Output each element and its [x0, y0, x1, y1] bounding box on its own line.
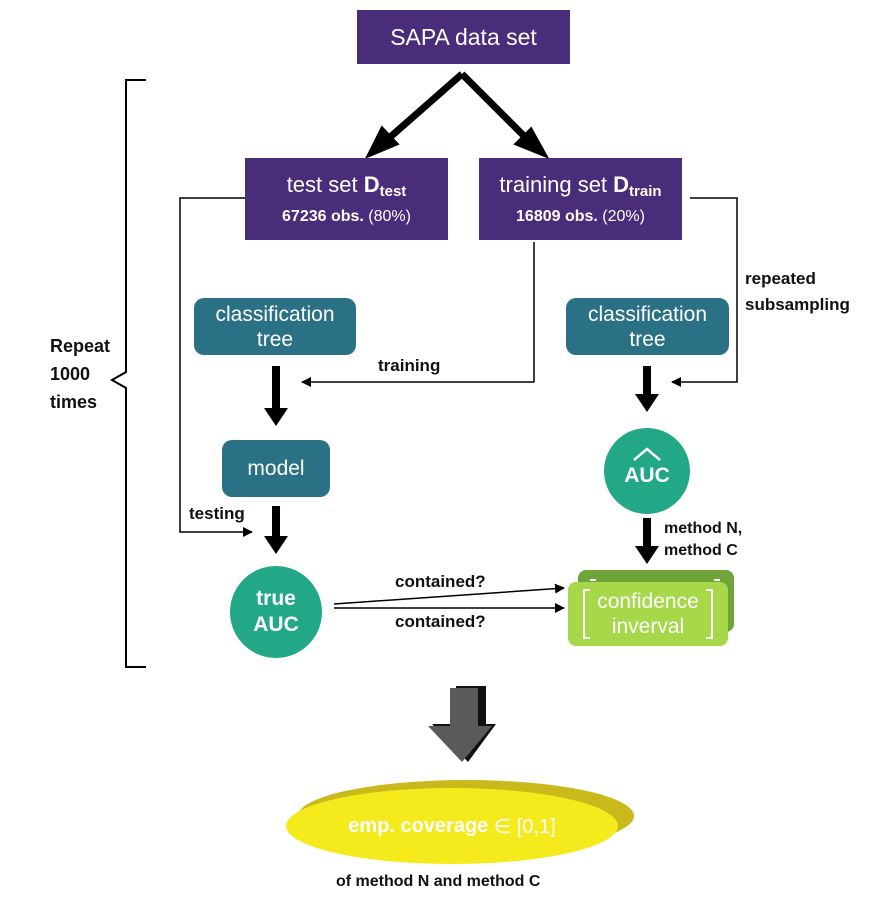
true-auc-circle: true AUC	[230, 566, 322, 658]
ci-bracket-left	[583, 589, 590, 639]
summary-arrow	[428, 686, 496, 762]
subsampling-line	[671, 197, 738, 387]
method-label: method N, method C	[664, 520, 743, 559]
split-arrow-left	[377, 71, 465, 149]
split-arrow-left-head	[364, 125, 400, 159]
sapa-data-set-label: SAPA data set	[390, 23, 537, 50]
testing-line	[179, 197, 253, 537]
down-arrow-auc-ci	[635, 518, 659, 564]
contained-label-top: contained?	[395, 572, 486, 591]
coverage-label: emp. coverage ∈ [0,1]	[348, 814, 556, 838]
footer-label: of method N and method C	[336, 873, 541, 890]
training-line	[301, 242, 535, 387]
test-set-box: test set Dtest 67236 obs. (80%)	[245, 158, 448, 240]
training-set-box: training set Dtrain 16809 obs. (20%)	[479, 158, 682, 240]
training-set-title: training set Dtrain	[499, 171, 662, 200]
classification-tree-right: classification tree	[566, 298, 729, 355]
split-arrow-right-head	[513, 126, 550, 159]
contained-arrow-top	[333, 583, 565, 605]
model-box: model	[222, 440, 330, 497]
split-arrow-right	[459, 71, 537, 149]
training-edge-label: training	[378, 356, 441, 375]
classification-tree-left: classification tree	[194, 298, 356, 355]
contained-label-bottom: contained?	[395, 612, 486, 631]
down-arrow-tree-auc	[635, 366, 659, 412]
repeated-subsampling-label: repeated subsampling	[745, 269, 850, 314]
down-arrow-tree-model	[264, 366, 288, 426]
ci-bracket-right	[706, 589, 713, 639]
repeat-label: Repeat 1000 times	[50, 336, 111, 412]
test-set-title: test set Dtest	[286, 171, 407, 200]
confidence-interval-label: confidence inverval	[597, 590, 699, 638]
test-set-count: 67236 obs. (80%)	[282, 207, 411, 225]
training-set-count: 16809 obs. (20%)	[516, 207, 645, 225]
coverage-ellipse	[286, 788, 618, 864]
sapa-data-set-box: SAPA data set	[357, 10, 570, 64]
down-arrow-model-true-auc	[264, 506, 288, 554]
auc-estimate-label: AUC	[604, 428, 690, 514]
ci-front-box	[568, 582, 728, 646]
repeat-brace	[109, 79, 146, 668]
testing-edge-label: testing	[189, 504, 245, 523]
